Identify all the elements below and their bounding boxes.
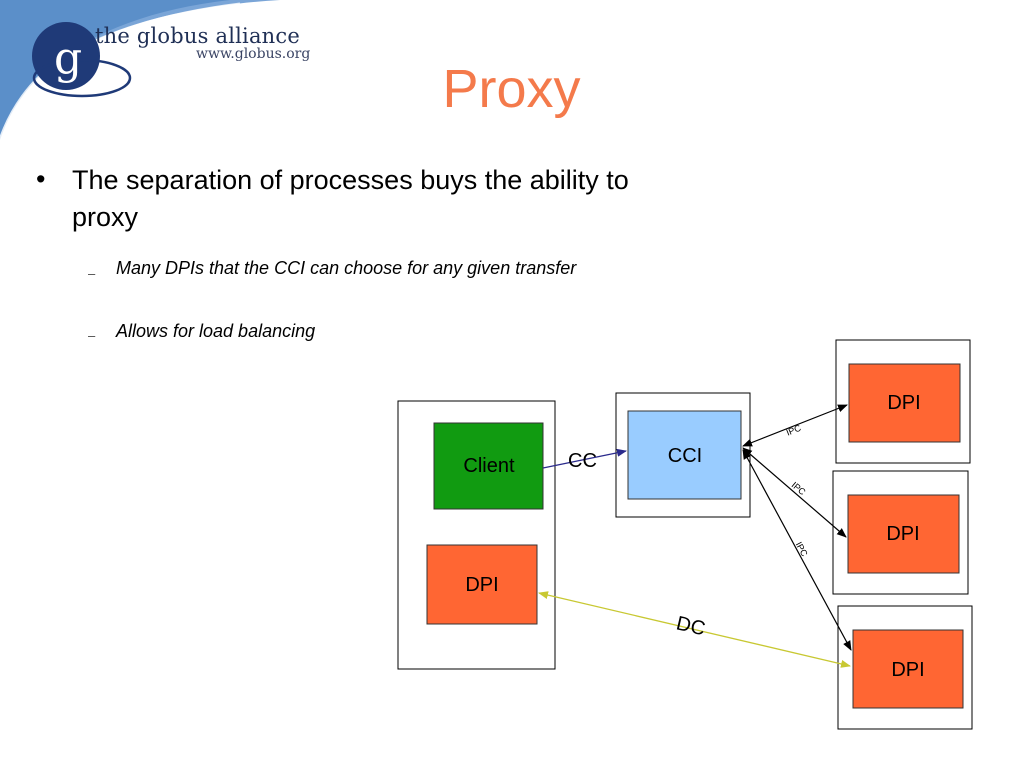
brand-url: www.globus.org	[196, 46, 311, 62]
cci-label: CCI	[668, 445, 702, 467]
slide-title: Proxy	[0, 58, 1023, 120]
dpi-3-box	[852, 629, 964, 709]
bullet-marker: •	[36, 164, 46, 194]
ipc-label-3: IPC	[794, 540, 810, 558]
dpi-2-label: DPI	[886, 523, 919, 545]
ipc-arrow-2	[742, 447, 847, 538]
ipc-label-1: IPC	[785, 423, 803, 438]
ipc-arrow-1	[742, 404, 848, 447]
cc-arrow	[542, 448, 627, 469]
sub-bullet-1: Many DPIs that the CCI can choose for an…	[116, 258, 577, 278]
local-dpi-label: DPI	[465, 574, 498, 596]
sub-bullet-marker: –	[88, 266, 96, 281]
brand-name: the globus alliance	[95, 24, 300, 48]
dc-arrow	[538, 591, 851, 668]
dpi-3-label: DPI	[891, 659, 924, 681]
sub-bullet-2: Allows for load balancing	[116, 321, 316, 341]
slide-title-text: Proxy	[442, 59, 581, 119]
local-dpi-box	[426, 544, 538, 625]
dpi-2-box	[847, 494, 960, 574]
logo-letter: g	[54, 33, 82, 84]
dpi-1-box	[848, 363, 961, 443]
sub-bullet-marker: –	[88, 328, 96, 343]
globus-logo: g	[32, 22, 132, 98]
dc-label: DC	[674, 612, 707, 640]
main-bullet: The separation of processes buys the abi…	[72, 165, 629, 232]
cci-box	[627, 410, 742, 500]
cc-label: CC	[568, 450, 597, 472]
dpi-1-label: DPI	[887, 392, 920, 414]
ipc-label-2: IPC	[790, 480, 808, 498]
client-box	[433, 422, 544, 510]
client-label: Client	[463, 455, 515, 477]
